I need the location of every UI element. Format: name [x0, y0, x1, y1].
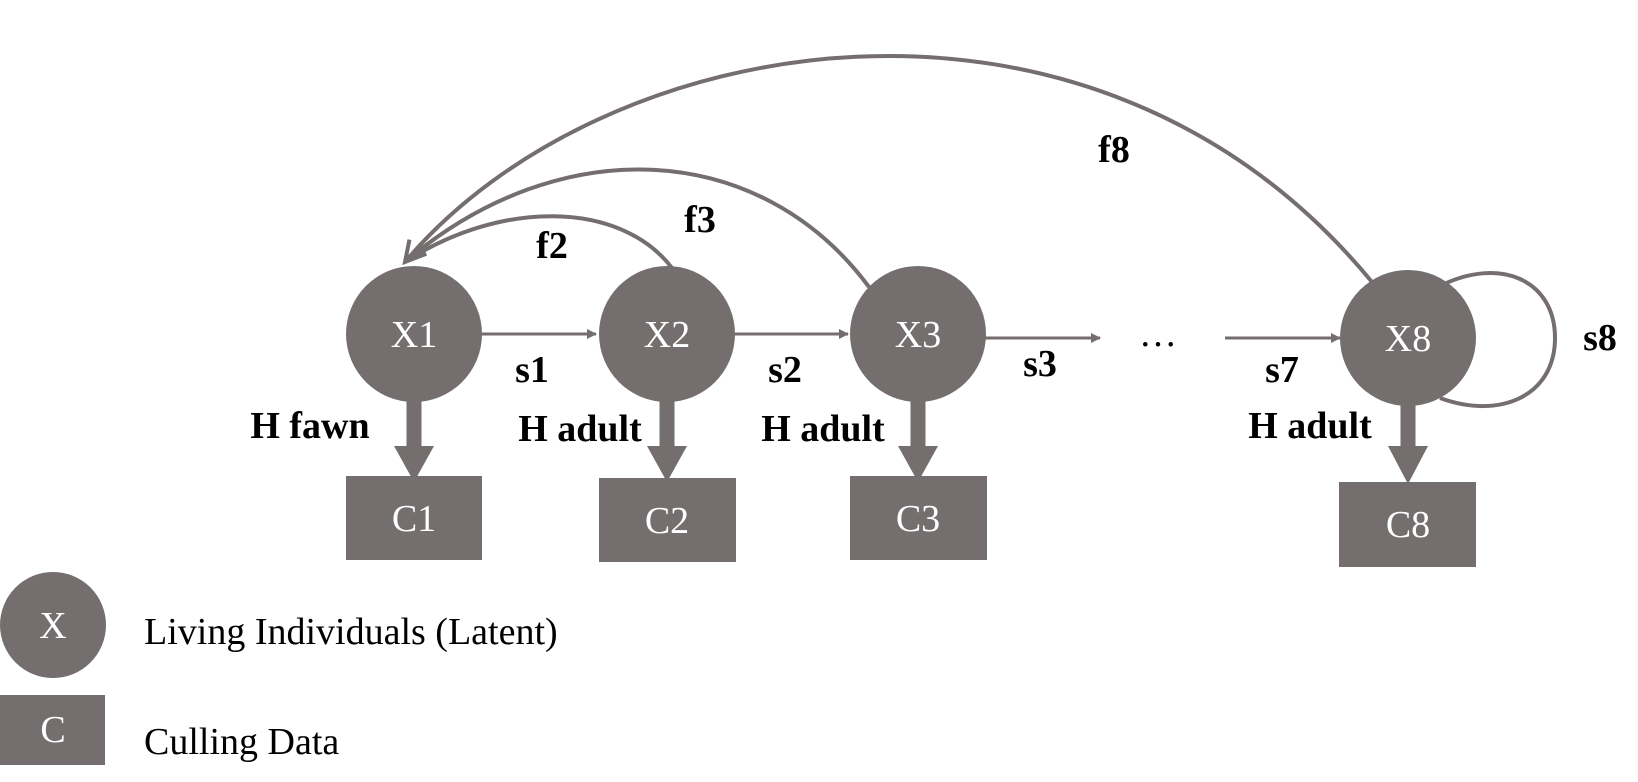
node-x8: X8: [1340, 270, 1476, 406]
label-harvest-1: H fawn: [250, 405, 369, 447]
node-x3-label: X3: [895, 314, 941, 356]
fecundity-arc-f2: [403, 214, 674, 270]
legend-circle: X: [0, 572, 106, 678]
node-x1-label: X1: [391, 314, 437, 356]
node-c3: C3: [850, 476, 987, 560]
fecundity-arc-f3: [403, 167, 871, 289]
node-x3: X3: [850, 266, 986, 402]
legend-circle-label: Living Individuals (Latent): [144, 611, 558, 653]
label-harvest-3: H adult: [761, 408, 885, 450]
survival-loop-s8: [1439, 271, 1558, 408]
ellipsis: …: [1139, 313, 1177, 355]
node-c3-label: C3: [896, 498, 940, 540]
legend-square: C: [0, 695, 105, 765]
label-harvest-8: H adult: [1248, 405, 1372, 447]
harvest-arrowhead-2: [647, 446, 687, 482]
label-harvest-2: H adult: [518, 408, 642, 450]
label-s3: s3: [1023, 343, 1057, 385]
legend-circle-symbol: X: [39, 605, 66, 647]
fecundity-arc-f8: [402, 53, 1374, 284]
label-f3: f3: [684, 199, 716, 241]
label-f2: f2: [536, 225, 568, 267]
node-c1-label: C1: [392, 498, 436, 540]
legend-square-symbol: C: [40, 709, 65, 751]
harvest-arrowhead-8: [1388, 446, 1428, 484]
harvest-arrowhead-1: [394, 446, 434, 482]
label-s1: s1: [515, 349, 549, 391]
node-c8-label: C8: [1386, 504, 1430, 546]
label-s2: s2: [768, 349, 802, 391]
node-c2: C2: [599, 478, 736, 562]
label-s7: s7: [1265, 349, 1299, 391]
node-x8-label: X8: [1385, 318, 1431, 360]
legend: X Living Individuals (Latent) C Culling …: [0, 572, 558, 765]
label-f8: f8: [1098, 129, 1130, 171]
label-s8: s8: [1583, 317, 1617, 359]
node-x2-label: X2: [644, 314, 690, 356]
node-c1: C1: [346, 476, 482, 560]
node-x2: X2: [599, 266, 735, 402]
legend-square-label: Culling Data: [144, 721, 339, 763]
node-c8: C8: [1339, 482, 1476, 567]
harvest-arrowhead-3: [898, 446, 938, 482]
node-x1: X1: [346, 266, 482, 402]
node-c2-label: C2: [645, 500, 689, 542]
